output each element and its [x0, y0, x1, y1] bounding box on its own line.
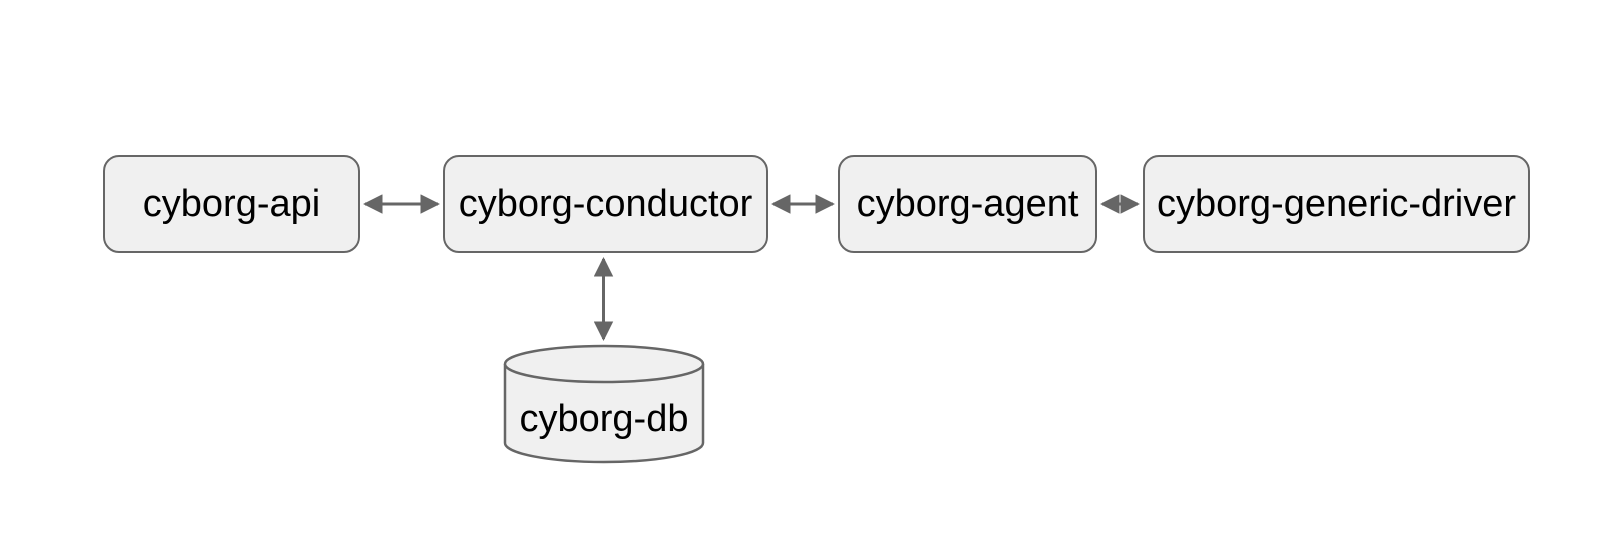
- node-cyborg-conductor-label: cyborg-conductor: [458, 182, 753, 225]
- node-cyborg-api: cyborg-api: [103, 155, 360, 253]
- database-cylinder-icon: [503, 344, 705, 464]
- node-cyborg-generic-driver-label: cyborg-generic-driver: [1156, 182, 1516, 225]
- node-cyborg-db: cyborg-db: [503, 344, 705, 464]
- node-cyborg-agent: cyborg-agent: [838, 155, 1097, 253]
- node-cyborg-conductor: cyborg-conductor: [443, 155, 768, 253]
- node-cyborg-db-label: cyborg-db: [519, 397, 689, 440]
- node-cyborg-api-label: cyborg-api: [142, 182, 321, 225]
- node-cyborg-agent-label: cyborg-agent: [856, 182, 1079, 225]
- node-cyborg-generic-driver: cyborg-generic-driver: [1143, 155, 1530, 253]
